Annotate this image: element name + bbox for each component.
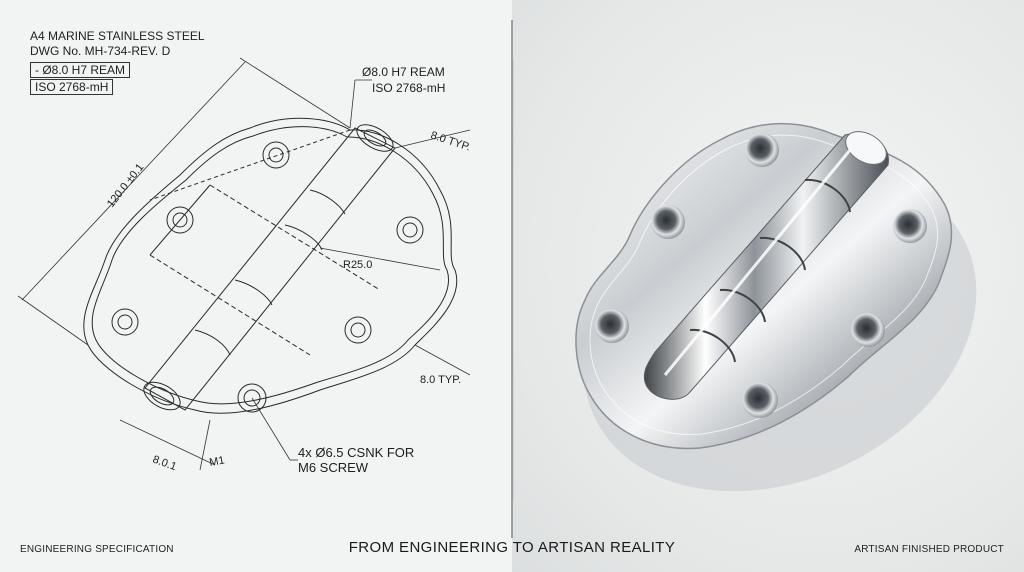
title-block: A4 MARINE STAINLESS STEEL DWG No. MH-734… bbox=[30, 29, 205, 95]
screw-hole-icon bbox=[893, 209, 927, 243]
hole-right-top bbox=[396, 216, 424, 244]
holes-callout: 4x Ø6.5 CSNK FOR M6 SCREW bbox=[298, 445, 414, 475]
hole-right-mid bbox=[344, 316, 372, 344]
ream-box: - Ø8.0 H7 REAM bbox=[30, 62, 131, 78]
screw-holes bbox=[595, 133, 927, 418]
drawing-number: DWG No. MH-734-REV. D bbox=[30, 44, 171, 58]
hinge-barrel bbox=[643, 131, 889, 400]
radius-label: R25.0 bbox=[343, 259, 372, 271]
screw-hole-icon bbox=[651, 205, 685, 239]
hole-mid-left bbox=[166, 206, 194, 234]
hole-top-left bbox=[262, 141, 290, 169]
hole-lower-left bbox=[111, 308, 139, 336]
holes-callout-line1: 4x Ø6.5 CSNK FOR bbox=[298, 445, 415, 460]
typ-bottom-label: 8.0 TYP. bbox=[420, 374, 461, 386]
dimension-lines bbox=[17, 57, 471, 471]
m1-label: M1 bbox=[208, 454, 225, 468]
screw-hole-icon bbox=[595, 309, 629, 343]
ream-callout: Ø8.0 H7 REAM bbox=[362, 65, 445, 79]
screw-hole-icon bbox=[745, 133, 779, 167]
engineering-panel bbox=[0, 0, 512, 572]
holes-callout-line2: M6 SCREW bbox=[298, 460, 369, 475]
hinge-outline bbox=[83, 117, 458, 414]
hole-bottom bbox=[237, 383, 267, 413]
tolerance-box: ISO 2768-mH bbox=[30, 79, 114, 95]
tolerance-callout: ISO 2768-mH bbox=[372, 81, 445, 95]
main-title: FROM ENGINEERING TO ARTISAN REALITY bbox=[348, 539, 676, 556]
artisan-caption: ARTISAN FINISHED PRODUCT bbox=[854, 544, 1004, 555]
screw-hole-icon bbox=[851, 313, 885, 347]
screw-hole-icon bbox=[742, 382, 778, 418]
engineering-caption: ENGINEERING SPECIFICATION bbox=[20, 544, 174, 555]
material-label: A4 MARINE STAINLESS STEEL bbox=[30, 29, 205, 43]
